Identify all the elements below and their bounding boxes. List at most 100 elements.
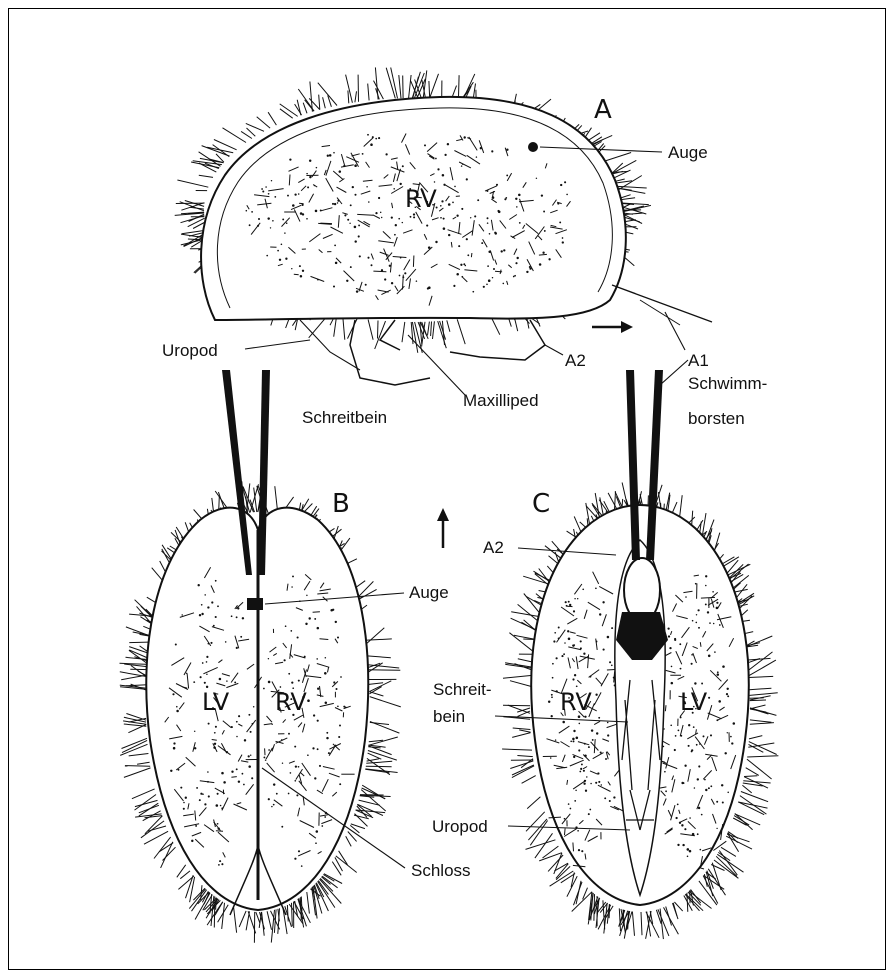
- pore-dot: [237, 607, 239, 609]
- seta: [332, 862, 341, 876]
- seta: [368, 670, 401, 671]
- pore-dot: [281, 826, 283, 828]
- seta: [502, 749, 532, 750]
- pore-dot: [236, 736, 238, 738]
- pore-dot: [176, 706, 178, 708]
- pore-dot: [389, 265, 391, 267]
- pore-dot: [596, 732, 598, 734]
- pore-dot: [456, 215, 458, 217]
- seta: [124, 768, 151, 778]
- pore-dot: [274, 196, 276, 198]
- pore-dot: [242, 617, 244, 619]
- pore-dot: [180, 787, 182, 789]
- pore-dot: [316, 167, 318, 169]
- seta: [346, 75, 353, 103]
- seta: [368, 663, 383, 673]
- seta: [120, 663, 150, 664]
- pore-dot: [675, 817, 677, 819]
- pore-dot: [273, 804, 275, 806]
- pore-dot: [713, 623, 715, 625]
- pore-dot: [483, 286, 485, 288]
- pore-dot: [458, 245, 460, 247]
- pore-dot: [588, 813, 590, 815]
- pore-dot: [722, 665, 725, 668]
- pore-dot: [730, 736, 732, 738]
- pore-dot: [288, 793, 290, 795]
- pore-dot: [298, 766, 300, 768]
- pore-dot: [477, 199, 479, 201]
- pore-dot: [496, 184, 498, 186]
- pore-dot: [215, 580, 217, 582]
- pore-dot: [265, 186, 267, 188]
- seta: [716, 856, 737, 876]
- pore-dot: [574, 800, 576, 802]
- pore-dot: [249, 224, 251, 226]
- pore-dot: [231, 771, 233, 773]
- pore-dot: [193, 681, 195, 683]
- seta: [430, 74, 439, 99]
- pore-dot: [213, 625, 215, 627]
- leader-uropod-a: [245, 340, 310, 349]
- pore-dot: [555, 739, 556, 740]
- pore-dot: [491, 150, 493, 152]
- seta: [748, 660, 776, 676]
- pore-dot: [582, 588, 584, 590]
- pore-dot: [354, 226, 357, 229]
- seta: [512, 766, 534, 778]
- seta: [632, 912, 634, 936]
- label-a2-c: A2: [483, 538, 504, 557]
- pore-dot: [287, 195, 289, 197]
- pore-dot: [717, 673, 720, 676]
- pore-dot: [221, 863, 223, 865]
- pore-dot: [246, 210, 248, 212]
- seta: [126, 685, 147, 686]
- pore-dot: [516, 206, 518, 208]
- pore-dot: [462, 163, 463, 164]
- pore-dot: [705, 575, 707, 577]
- pore-dot: [426, 225, 428, 227]
- pore-dot: [358, 224, 360, 226]
- eye-b: [247, 598, 263, 610]
- pore-dot: [279, 259, 281, 261]
- label-auge-a: Auge: [668, 143, 708, 162]
- seta: [750, 705, 766, 709]
- pore-dot: [573, 730, 575, 732]
- seta: [741, 792, 768, 802]
- valve-label-b-lv: LV: [202, 688, 230, 716]
- pore-dot: [602, 601, 604, 603]
- pore-dot: [716, 828, 717, 829]
- seta: [369, 681, 391, 692]
- pore-dot: [216, 804, 219, 807]
- pore-dot: [669, 647, 671, 649]
- pore-dot: [565, 601, 567, 603]
- seta: [527, 797, 540, 809]
- pore-dot: [518, 194, 521, 197]
- seta: [719, 851, 737, 876]
- pore-dot: [402, 276, 404, 278]
- pore-dot: [481, 242, 483, 244]
- seta: [750, 708, 776, 716]
- pore-dot: [298, 193, 300, 195]
- pore-dot: [307, 699, 310, 702]
- maxilliped-a: [380, 320, 400, 350]
- pore-dot: [710, 785, 712, 787]
- seta: [355, 91, 357, 102]
- seta: [335, 857, 343, 871]
- surface-seta: [373, 271, 386, 272]
- seta: [199, 175, 213, 177]
- pore-dot: [513, 276, 515, 278]
- pore-dot: [267, 217, 269, 219]
- seta: [746, 768, 759, 776]
- pore-dot: [306, 595, 307, 596]
- pore-dot: [697, 778, 699, 780]
- pore-dot: [708, 787, 710, 789]
- pore-dot: [215, 726, 217, 728]
- pore-dot: [675, 735, 677, 737]
- surface-seta: [294, 274, 299, 275]
- seta: [346, 836, 352, 846]
- pore-dot: [251, 211, 253, 213]
- pore-dot: [194, 731, 195, 732]
- pore-dot: [271, 806, 272, 807]
- pore-dot: [384, 278, 386, 280]
- pore-dot: [236, 721, 238, 723]
